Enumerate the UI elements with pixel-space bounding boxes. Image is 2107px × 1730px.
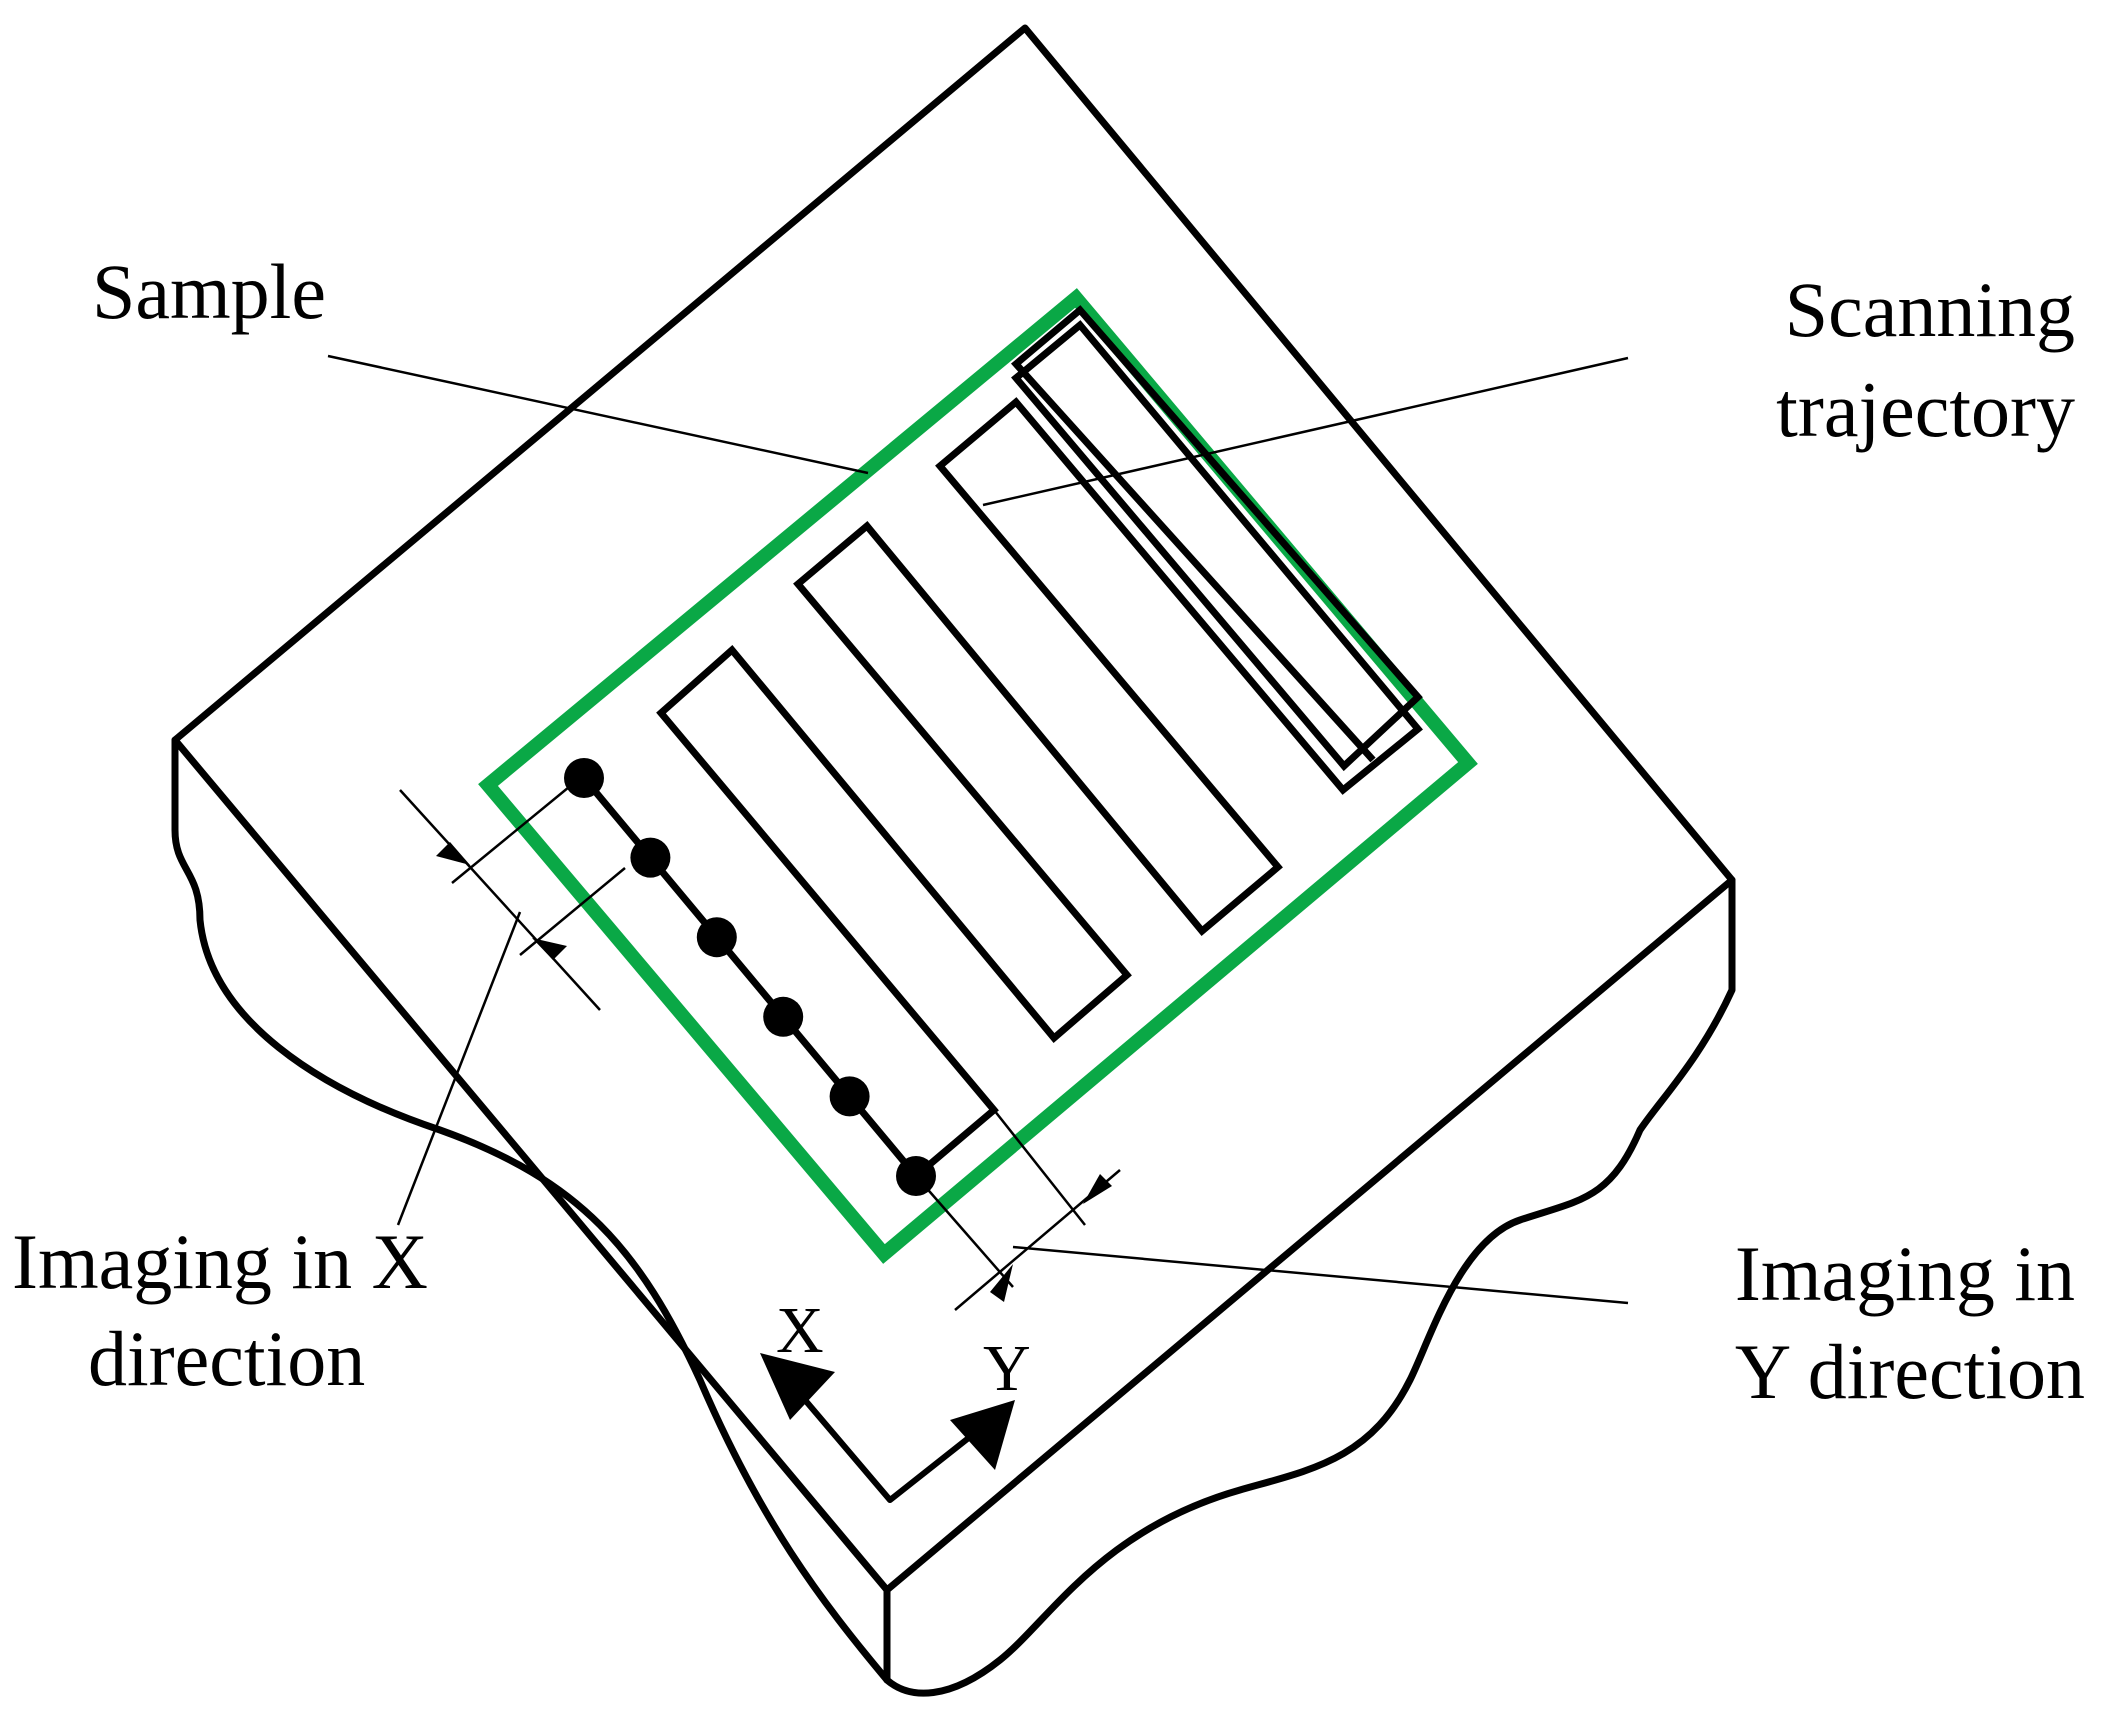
y-dim-ext-2 xyxy=(993,1109,1086,1226)
y-dim-ext-1 xyxy=(915,1175,1014,1288)
x-dim-line xyxy=(399,789,601,1011)
imaging-x-label-line1: Imaging in X xyxy=(12,1218,428,1305)
x-imaging-dimension xyxy=(396,777,626,1226)
imaging-y-label-line2: Y direction xyxy=(1735,1328,2085,1415)
x-leader-line xyxy=(396,911,522,1226)
y-dim-arrow-1 xyxy=(990,1264,1013,1302)
imaging-point xyxy=(630,837,671,878)
stage-top-face xyxy=(171,24,1736,1594)
axis-indicator xyxy=(760,1353,1015,1503)
imaging-point xyxy=(564,758,604,798)
imaging-point xyxy=(829,1076,870,1117)
stage-left-side-edge xyxy=(171,736,891,1684)
y-leader-line xyxy=(1012,1245,1629,1305)
imaging-point xyxy=(696,917,737,958)
sample-outline xyxy=(478,288,1478,1264)
axis-x-label: X xyxy=(776,1294,824,1367)
imaging-x-label-line2: direction xyxy=(88,1315,365,1402)
x-dim-ext-1 xyxy=(451,777,581,884)
x-axis-arrowhead xyxy=(760,1353,835,1420)
sample-label: Sample xyxy=(92,248,326,335)
x-dim-arrow-2 xyxy=(532,938,567,960)
imaging-y-label-line1: Imaging in xyxy=(1735,1230,2075,1317)
stage-right-side-edge xyxy=(883,876,1736,1697)
imaging-points xyxy=(564,758,936,1196)
scanning-label-line2: trajectory xyxy=(1776,366,2075,453)
scanning-leader-line xyxy=(982,356,1629,507)
y-imaging-dimension xyxy=(915,1109,1629,1311)
axis-y-label: Y xyxy=(983,1332,1031,1405)
scanning-label-line1: Scanning xyxy=(1785,266,2075,353)
stage-block xyxy=(171,24,1736,1697)
y-axis-arrowhead xyxy=(950,1400,1015,1470)
y-dim-arrow-2 xyxy=(1083,1174,1112,1204)
x-dim-arrow-1 xyxy=(436,842,470,865)
sample-leader-line xyxy=(327,354,869,475)
scanning-trajectory xyxy=(581,305,1423,1181)
imaging-point xyxy=(763,996,804,1037)
axis-lines xyxy=(802,1397,988,1503)
